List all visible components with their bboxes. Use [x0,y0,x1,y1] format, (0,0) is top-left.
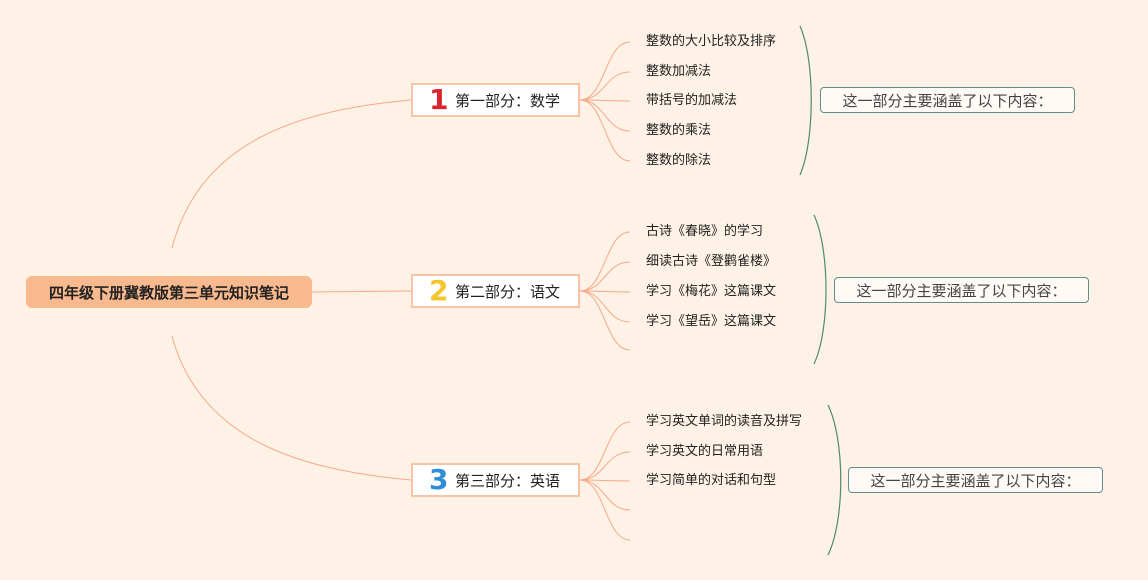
connector-branch-leaf [579,261,631,292]
connector-root-english [171,335,412,481]
connector-branch-leaf [579,479,631,541]
leaf-item[interactable]: 古诗《春晓》的学习 [646,224,764,239]
leaf-item[interactable]: 学习英文的日常用语 [646,444,764,459]
branch-label: 第二部分：语文 [455,282,561,301]
number-two-icon: 2 [429,274,449,307]
connector-branch-leaf [579,99,631,102]
connector-branch-leaf [579,41,631,101]
connector-branch-leaf [579,479,631,511]
connector-branch-leaf [579,290,631,351]
bracket [827,404,842,556]
connector-branch-leaf [579,71,631,101]
connector-branch-leaf [579,479,631,482]
leaf-item[interactable]: 整数加减法 [646,64,712,79]
connector-branch-leaf [579,99,631,132]
connector-branch-leaf [579,451,631,481]
summary-box[interactable]: 这一部分主要涵盖了以下内容： [834,277,1089,303]
leaf-item[interactable]: 带括号的加减法 [646,93,738,108]
leaf-item[interactable]: 学习英文单词的读音及拼写 [646,414,803,429]
branch-label: 第一部分：数学 [455,91,561,110]
branch-math[interactable]: 1 第一部分：数学 [411,83,580,117]
number-one-icon: 1 [429,83,449,116]
leaf-item[interactable]: 学习《望岳》这篇课文 [646,314,777,329]
connector-branch-leaf [579,290,631,323]
bracket [799,25,812,176]
summary-box[interactable]: 这一部分主要涵盖了以下内容： [820,87,1075,113]
leaf-item[interactable]: 学习《梅花》这篇课文 [646,284,777,299]
leaf-item[interactable]: 整数的大小比较及排序 [646,34,777,49]
leaf-item[interactable]: 整数的乘法 [646,123,712,138]
bracket [813,214,827,365]
connector-root-math [171,99,412,249]
connector-branch-leaf [579,290,631,293]
leaf-item[interactable]: 细读古诗《登鹳雀楼》 [646,254,777,269]
leaf-item[interactable]: 学习简单的对话和句型 [646,473,777,488]
root-topic[interactable]: 四年级下册冀教版第三单元知识笔记 [26,276,312,308]
connector-branch-leaf [579,231,631,292]
summary-box[interactable]: 这一部分主要涵盖了以下内容： [848,467,1103,493]
connector-root-chinese [311,290,412,293]
branch-english[interactable]: 3 第三部分：英语 [411,463,580,497]
connector-branch-leaf [579,421,631,481]
branch-chinese[interactable]: 2 第二部分：语文 [411,274,580,308]
leaf-item[interactable]: 整数的除法 [646,153,712,168]
number-three-icon: 3 [429,463,449,496]
branch-label: 第三部分：英语 [455,471,561,490]
connector-branch-leaf [579,99,631,162]
